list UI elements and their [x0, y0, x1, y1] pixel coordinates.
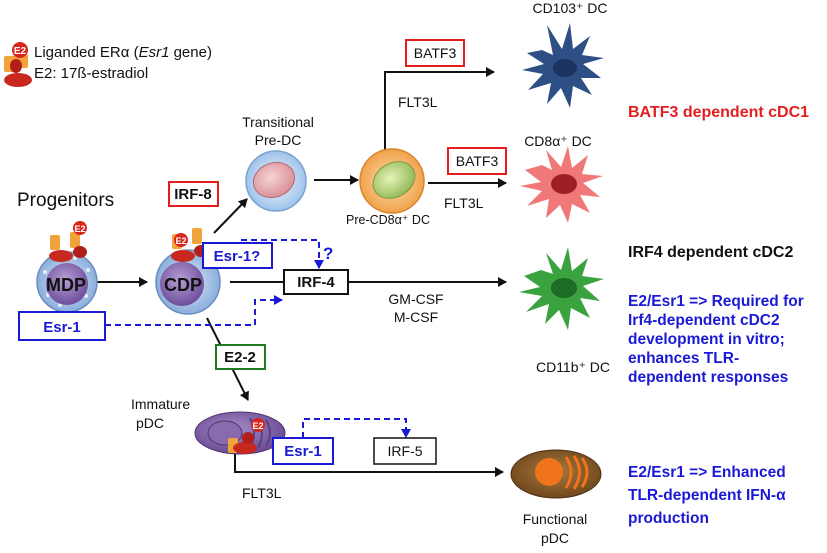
pdc-e2-receptor-icon: E2: [228, 418, 265, 454]
flt3l-mid-label: FLT3L: [444, 195, 484, 211]
arrow-immature-functional: [234, 448, 504, 477]
cdp-cell: CDP: [155, 249, 221, 315]
legend-line1-prefix: Liganded ERα (: [34, 44, 139, 61]
legend-line1-suffix: gene): [169, 44, 212, 61]
cdc2-note-line: Irf4-dependent cDC2: [628, 312, 780, 329]
pdc-note: E2/Esr1 => Enhanced TLR-dependent IFN-α …: [628, 464, 786, 527]
dashed-esr1q-irf4: [241, 239, 324, 269]
cd11b-dc-cell: [519, 247, 604, 330]
mdp-e2-receptor-icon: E2: [49, 221, 87, 262]
pdc-e2-badge: E2: [252, 421, 263, 431]
esr1-question-label: Esr-1?: [214, 248, 261, 265]
cdc2-note: E2/Esr1 => Required for Irf4-dependent c…: [628, 293, 804, 386]
irf5-label: IRF-5: [388, 443, 423, 459]
cdc2-note-line: enhances TLR-: [628, 350, 739, 367]
dashed-esr1-irf4: [105, 295, 283, 326]
transitional-label-line2: Pre-DC: [255, 132, 302, 148]
functional-pdc-cell: [510, 449, 602, 499]
batf3-top-label: BATF3: [414, 45, 457, 61]
irf4-label: IRF-4: [297, 274, 335, 291]
mcsf-label: M-CSF: [394, 309, 438, 325]
mdp-cell: MDP: [36, 251, 98, 313]
pre-cd8-dc-cell: [359, 148, 425, 214]
cd103-dc-cell: [522, 23, 604, 108]
batf3-mid-label: BATF3: [456, 153, 499, 169]
legend-line1-gene: Esr1: [139, 44, 170, 61]
functional-label-line2: pDC: [541, 530, 569, 546]
irf4-dependent-note: IRF4 dependent cDC2: [628, 244, 793, 261]
transitional-label-line1: Transitional: [242, 114, 314, 130]
mdp-label: MDP: [46, 275, 86, 295]
pdc-note-line: production: [628, 510, 709, 527]
irf4-box: [283, 269, 349, 295]
esr1-pdc-label: Esr-1: [284, 443, 322, 460]
irf8-box: [168, 181, 219, 207]
progenitors-label: Progenitors: [17, 190, 114, 211]
functional-label-line1: Functional: [523, 511, 588, 527]
legend-line2: E2: 17ß-estradiol: [34, 65, 148, 82]
pdc-note-line: TLR-dependent IFN-α: [628, 487, 786, 504]
irf8-label: IRF-8: [174, 186, 212, 203]
esr1-left-box: [18, 311, 106, 341]
e22-label: E2-2: [224, 349, 256, 366]
flt3l-bottom-label: FLT3L: [242, 485, 282, 501]
cdc2-note-line: E2/Esr1 => Required for: [628, 293, 804, 310]
flt3l-top-label: FLT3L: [398, 94, 438, 110]
cdp-e2-badge: E2: [175, 236, 186, 246]
cd8-dc-cell: [520, 146, 603, 223]
arrow-cdp-transitional: [213, 198, 248, 234]
cd11b-label: CD11b⁺ DC: [536, 359, 610, 375]
esr1-left-label: Esr-1: [43, 319, 81, 336]
arrow-precd8-cd103: [384, 67, 495, 152]
dashed-esr1-irf5: [302, 418, 411, 438]
immature-label-line2: pDC: [136, 415, 164, 431]
esr1-question-box: [202, 242, 273, 269]
batf3-mid-box: [447, 147, 507, 175]
irf5-box: [373, 437, 437, 465]
cdp-label: CDP: [164, 275, 202, 295]
e22-box: [215, 344, 266, 370]
batf3-top-box: [405, 39, 465, 67]
legend-e2-badge: E2: [14, 46, 27, 57]
pre-cd8-label: Pre-CD8α⁺ DC: [346, 213, 430, 227]
legend-line1: Liganded ERα (Esr1 gene): [34, 44, 212, 61]
cd8-label: CD8α⁺ DC: [524, 133, 592, 149]
dashed-arrows: [105, 239, 411, 438]
immature-label-line1: Immature: [131, 396, 190, 412]
mdp-e2-badge: E2: [74, 224, 85, 234]
liganded-er-alpha-icon: E2: [4, 42, 32, 87]
question-mark-label: ?: [323, 244, 333, 263]
cdc2-note-line: dependent responses: [628, 369, 788, 386]
pdc-note-line: E2/Esr1 => Enhanced: [628, 464, 786, 481]
legend: E2 Liganded ERα (Esr1 gene) E2: 17ß-estr…: [4, 42, 212, 87]
transitional-pre-dc-cell: [245, 150, 307, 212]
batf3-dependent-note: BATF3 dependent cDC1: [628, 104, 809, 121]
cd103-label: CD103⁺ DC: [532, 0, 607, 16]
gmcsf-label: GM-CSF: [388, 291, 443, 307]
esr1-pdc-box: [272, 437, 334, 465]
cdc2-note-line: development in vitro;: [628, 331, 785, 348]
